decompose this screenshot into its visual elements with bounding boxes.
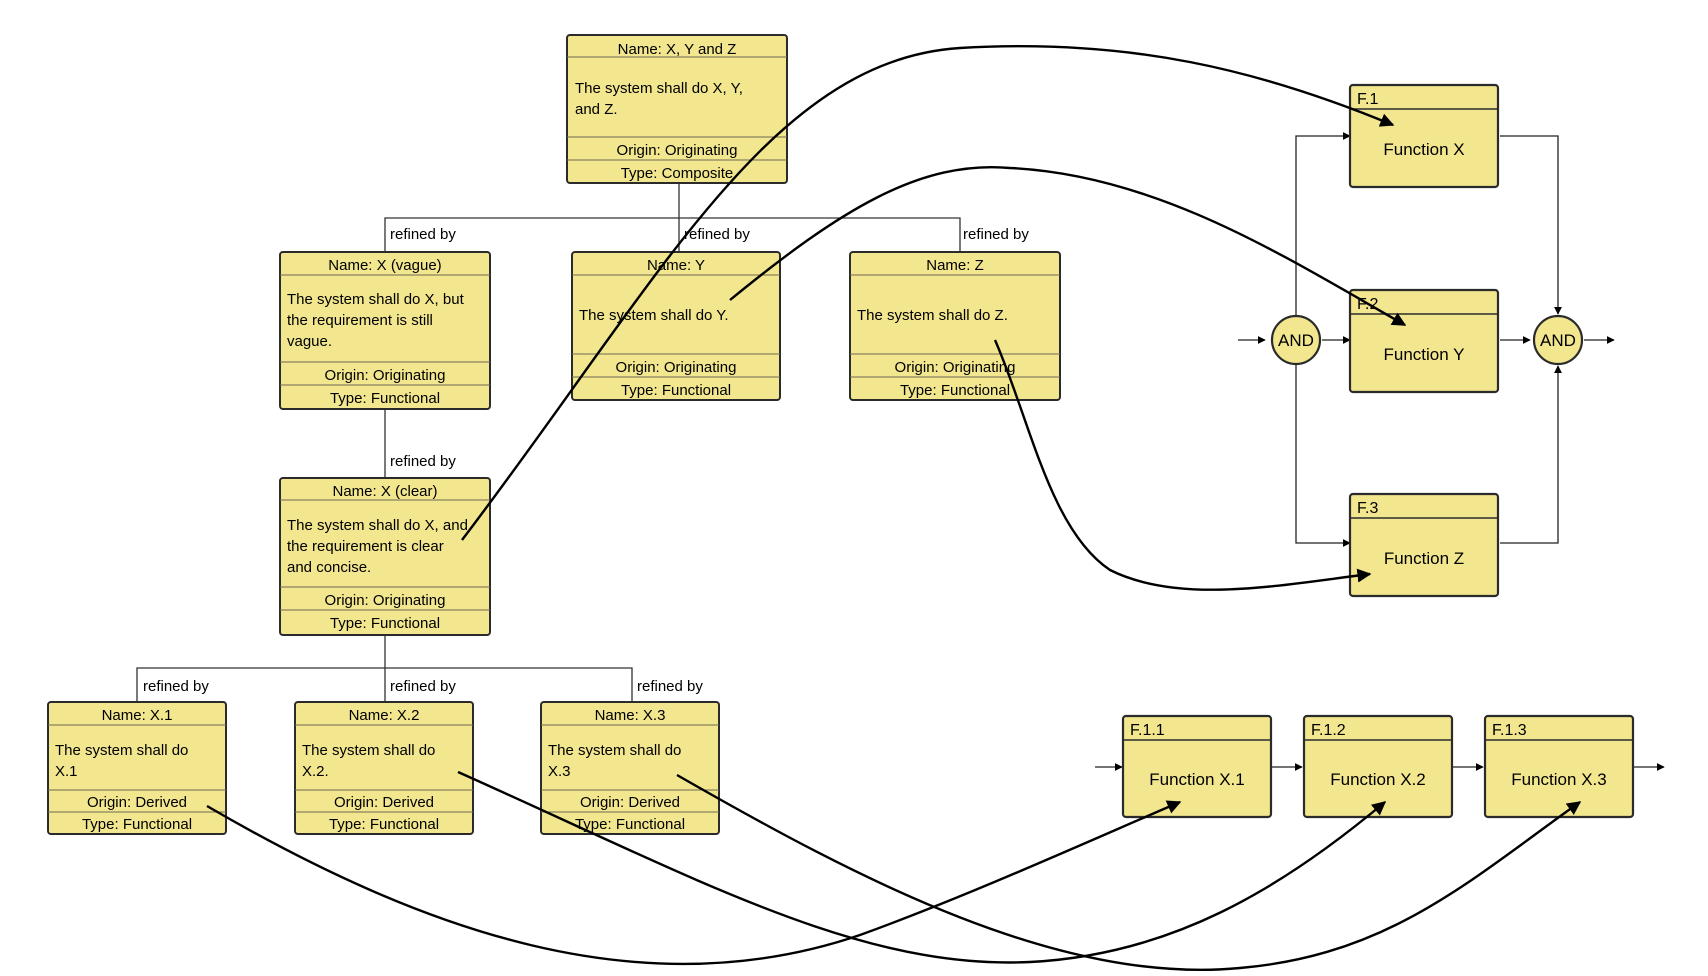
requirement-type: Type: Functional xyxy=(82,816,192,833)
requirement-text-line: The system shall do xyxy=(55,742,188,759)
requirement-box-xyz[interactable]: Name: X, Y and Z The system shall do X, … xyxy=(566,34,788,184)
requirement-origin: Origin: Derived xyxy=(580,794,680,811)
function-id: F.1.1 xyxy=(1130,722,1165,739)
function-label: Function X.1 xyxy=(1149,770,1244,789)
requirement-origin: Origin: Originating xyxy=(617,142,738,159)
trace-z-to-function-z xyxy=(993,339,1372,591)
function-box-f1[interactable]: F.1 Function X xyxy=(1348,83,1500,189)
requirement-name: Name: X.1 xyxy=(102,707,173,724)
function-id: F.1 xyxy=(1357,91,1378,108)
refined-by-label: refined by xyxy=(390,678,456,695)
requirement-text-line: the requirement is still xyxy=(287,312,433,329)
trace-y-to-function-y xyxy=(729,166,1407,327)
function-label: Function Z xyxy=(1384,549,1464,568)
connector-xyz-to-xvague xyxy=(384,180,680,252)
function-id: F.3 xyxy=(1357,500,1378,517)
requirement-type: Type: Functional xyxy=(330,615,440,632)
requirement-origin: Origin: Originating xyxy=(895,359,1016,376)
function-flow-connectors xyxy=(1238,132,1615,547)
trace-x3-to-function-x3 xyxy=(676,773,1582,971)
function-box-f12[interactable]: F.1.2 Function X.2 xyxy=(1302,714,1454,819)
function-box-f11[interactable]: F.1.1 Function X.1 xyxy=(1121,714,1273,819)
requirement-name: Name: Z xyxy=(926,257,984,274)
trace-x2-to-function-x2 xyxy=(457,770,1387,964)
requirement-text-line: The system shall do xyxy=(302,742,435,759)
requirement-text-line: the requirement is clear xyxy=(287,538,444,555)
and-gate-right[interactable]: AND xyxy=(1532,314,1584,366)
requirement-box-x1[interactable]: Name: X.1 The system shall do X.1 Origin… xyxy=(47,701,227,835)
requirement-origin: Origin: Originating xyxy=(325,592,446,609)
refined-by-label: refined by xyxy=(390,453,456,470)
requirement-text-line: The system shall do Y. xyxy=(579,307,729,324)
function-id: F.1.2 xyxy=(1311,722,1346,739)
requirement-name: Name: Y xyxy=(647,257,705,274)
function-id: F.1.3 xyxy=(1492,722,1527,739)
requirement-box-xclear[interactable]: Name: X (clear) The system shall do X, a… xyxy=(279,477,491,636)
traceability-links xyxy=(206,45,1582,971)
requirement-text-line: The system shall do Z. xyxy=(857,307,1008,324)
requirement-origin: Origin: Derived xyxy=(334,794,434,811)
refined-by-label: refined by xyxy=(963,226,1029,243)
requirement-origin: Origin: Originating xyxy=(325,367,446,384)
connector-xclear-to-x3 xyxy=(385,667,633,702)
function-label: Function X.3 xyxy=(1511,770,1606,789)
function-box-f3[interactable]: F.3 Function Z xyxy=(1348,492,1500,598)
requirement-text-line: The system shall do X, but xyxy=(287,291,465,308)
requirement-type: Type: Functional xyxy=(900,382,1010,399)
refined-by-label: refined by xyxy=(684,226,750,243)
requirement-text-line: The system shall do X, Y, xyxy=(575,80,743,97)
requirement-box-z[interactable]: Name: Z The system shall do Z. Origin: O… xyxy=(849,251,1061,401)
requirement-type: Type: Functional xyxy=(330,390,440,407)
requirement-box-x2[interactable]: Name: X.2 The system shall do X.2. Origi… xyxy=(294,701,474,835)
requirement-text-line: vague. xyxy=(287,333,332,350)
connector-xclear-to-x1 xyxy=(136,634,386,702)
requirement-box-xvague[interactable]: Name: X (vague) The system shall do X, b… xyxy=(279,251,491,410)
requirement-type: Type: Composite xyxy=(621,165,734,182)
requirement-text-line: X.2. xyxy=(302,763,329,780)
requirement-text-line: The system shall do xyxy=(548,742,681,759)
requirement-name: Name: X (vague) xyxy=(328,257,441,274)
requirement-type: Type: Functional xyxy=(621,382,731,399)
requirement-type: Type: Functional xyxy=(575,816,685,833)
requirement-text-line: and Z. xyxy=(575,101,618,118)
trace-x1-to-function-x1 xyxy=(206,800,1182,966)
trace-xclear-to-function-x xyxy=(461,45,1395,541)
requirement-type: Type: Functional xyxy=(329,816,439,833)
requirement-box-x3[interactable]: Name: X.3 The system shall do X.3 Origin… xyxy=(540,701,720,835)
refined-by-label: refined by xyxy=(143,678,209,695)
and-gate-left[interactable]: AND xyxy=(1270,314,1322,366)
refined-by-labels: refined by refined by refined by refined… xyxy=(143,226,1029,695)
function-label: Function Y xyxy=(1384,345,1465,364)
requirement-text-line: X.3 xyxy=(548,763,571,780)
requirement-name: Name: X (clear) xyxy=(332,483,437,500)
requirement-origin: Origin: Derived xyxy=(87,794,187,811)
refinement-connectors xyxy=(136,180,961,702)
requirement-text-line: The system shall do X, and xyxy=(287,517,468,534)
requirement-origin: Origin: Originating xyxy=(616,359,737,376)
requirement-name: Name: X.2 xyxy=(349,707,420,724)
requirement-text-line: and concise. xyxy=(287,559,371,576)
requirement-name: Name: X, Y and Z xyxy=(618,41,737,58)
function-label: Function X.2 xyxy=(1330,770,1425,789)
refined-by-label: refined by xyxy=(390,226,456,243)
and-gate-label: AND xyxy=(1540,331,1576,350)
connector-xyz-to-z xyxy=(679,217,961,252)
refined-by-label: refined by xyxy=(637,678,703,695)
and-gate-label: AND xyxy=(1278,331,1314,350)
requirement-name: Name: X.3 xyxy=(595,707,666,724)
requirement-box-y[interactable]: Name: Y The system shall do Y. Origin: O… xyxy=(571,251,781,401)
function-label: Function X xyxy=(1383,140,1464,159)
function-box-f13[interactable]: F.1.3 Function X.3 xyxy=(1483,714,1635,819)
requirement-text-line: X.1 xyxy=(55,763,78,780)
